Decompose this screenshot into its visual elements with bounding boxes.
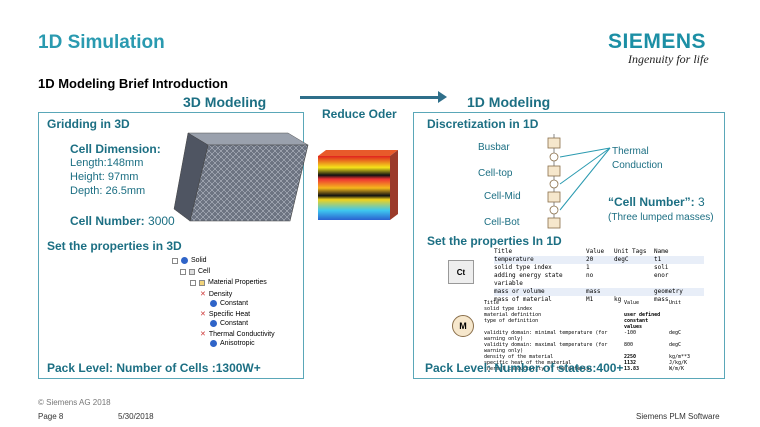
node-label-cell-bot: Cell-Bot [484,217,520,228]
value-icon [210,320,217,327]
copyright: © Siemens AG 2018 [38,398,111,407]
expand-box-icon [190,279,196,286]
pack-level-1d: Pack Level: Number of states:400+ [425,361,624,375]
lumped-masses-note: (Three lumped masses) [608,212,714,223]
property-icon: ✕ [200,331,206,338]
expand-box-icon [180,268,186,275]
thermal-label: Thermal [612,146,649,157]
page-number: Page 8 [38,412,64,421]
thermal-capacity-icon: Ct [448,260,474,284]
pack-level-3d: Pack Level: Number of Cells :1300W+ [47,361,261,375]
date: 5/30/2018 [118,412,154,421]
reduce-arrow-head [438,91,447,103]
value-icon [210,300,217,307]
reduce-arrow-line [300,96,440,99]
property-icon: ✕ [200,311,206,318]
tree-item[interactable]: ✕Thermal Conductivity [200,330,275,339]
cell-depth: Depth: 26.5mm [70,185,146,197]
tree-item[interactable]: Material Properties [190,279,267,286]
properties-table: Title Value Unit Tags Name temperature 2… [494,248,704,304]
cell-icon [189,268,195,275]
thermal-chain-diagram [547,134,611,229]
left-panel [38,112,304,379]
table-row[interactable]: validity domain: minimal temperature (fo… [484,330,682,342]
node-label-busbar: Busbar [478,142,510,153]
solid-icon [181,257,188,264]
cell-number-3d: Cell Number: 3000 [70,214,175,228]
table-row[interactable]: adding energy state variable no enor [494,272,669,287]
folder-icon [199,279,205,286]
conduction-label: Conduction [612,160,663,171]
tree-item[interactable]: Solid [172,257,207,264]
discretization-heading: Discretization in 1D [427,117,539,131]
table-row[interactable]: solid type index [484,306,533,312]
tree-item[interactable]: ✕Specific Heat [200,310,251,319]
company-name: Siemens PLM Software [636,412,720,421]
table-row[interactable]: temperature 20 degC t1 [494,256,704,264]
table-row[interactable]: solid type index 1 soli [494,264,669,271]
tree-item[interactable]: Constant [210,320,248,327]
right-panel [413,112,725,379]
page-title: 1D Simulation [38,32,165,53]
node-label-cell-mid: Cell-Mid [484,191,521,202]
table-row[interactable]: mass of material M1 kg mass [494,296,669,303]
tree-item[interactable]: ✕Density [200,290,233,299]
tree-item[interactable]: Constant [210,300,248,307]
page-subtitle: 1D Modeling Brief Introduction [38,76,228,91]
property-icon: ✕ [200,291,206,298]
node-label-cell-top: Cell-top [478,168,513,179]
right-section-label: 1D Modeling [467,94,551,110]
reduce-order-label: Reduce Oder [322,107,397,121]
gridding-heading: Gridding in 3D [47,117,130,131]
properties-3d-heading: Set the properties in 3D [47,239,182,253]
mass-icon: M [452,315,474,337]
meshed-cell-image [173,132,309,222]
left-section-label: 3D Modeling [183,94,267,110]
cell-length: Length:148mm [70,157,144,169]
properties-1d-heading: Set the properties In 1D [427,234,562,248]
tree-item[interactable]: Anisotropic [210,340,255,347]
brand-tagline: Ingenuity for life [628,52,709,66]
value-icon [210,340,217,347]
tree-item[interactable]: Cell [180,268,210,275]
table-header: Title Value Unit Tags Name [494,248,669,255]
table-row[interactable]: validity domain: maximal temperature (fo… [484,342,682,354]
table-header: Title Value Unit [484,300,682,306]
cell-height: Height: 97mm [70,171,139,183]
expand-box-icon [172,257,178,264]
brand-logo: SIEMENS [608,30,707,53]
temperature-layers-image [318,150,398,220]
material-table: Title Value Unit solid type index materi… [484,300,704,372]
table-row[interactable]: mass or volume mass geometry [494,288,704,296]
cell-number-1d: “Cell Number”: 3 [608,195,705,209]
cell-dimension-label: Cell Dimension: [70,142,161,156]
